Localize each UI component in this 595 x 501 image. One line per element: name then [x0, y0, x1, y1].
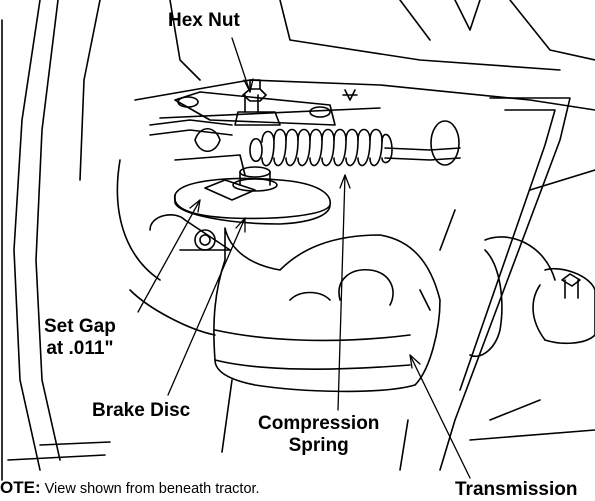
brake-housing	[116, 154, 246, 281]
hex-nut	[234, 79, 281, 126]
frame-bottom	[7, 379, 595, 471]
transmission-housing	[129, 227, 441, 393]
right-bracket	[419, 97, 595, 471]
label-set-gap-line1: Set Gap	[44, 316, 116, 337]
upper-bracket	[174, 89, 358, 126]
label-compression-line2: Spring	[288, 435, 349, 456]
label-set-gap-line2: at .011"	[46, 338, 114, 359]
leader-lines	[137, 37, 471, 479]
label-transmission: Transmission	[455, 479, 578, 500]
footnote: OTE: View shown from beneath tractor.	[0, 478, 260, 498]
frame-top	[134, 0, 595, 119]
label-brake-disc: Brake Disc	[92, 400, 191, 421]
compression-spring	[249, 128, 393, 167]
footnote-text: View shown from beneath tractor.	[44, 481, 260, 497]
label-compression-spring: Compression Spring	[258, 413, 379, 457]
label-set-gap: Set Gap at .011"	[44, 316, 116, 360]
label-hex-nut: Hex Nut	[168, 10, 240, 31]
brake-linkage	[149, 119, 461, 166]
label-compression-line1: Compression	[258, 413, 380, 434]
brake-disc	[173, 166, 331, 225]
frame-left	[1, 0, 101, 481]
footnote-lead: OTE:	[0, 478, 41, 497]
